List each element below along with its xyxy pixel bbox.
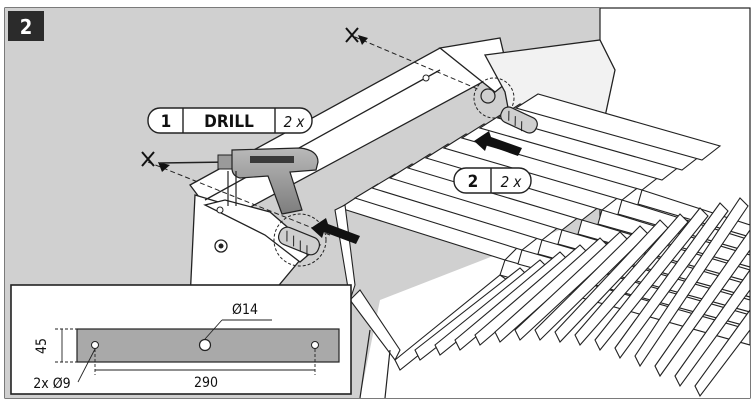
callout-insert: 2 2 x — [453, 167, 532, 194]
unit-base-edge — [359, 329, 391, 398]
arrow-icon — [311, 131, 522, 244]
wall-anchor-icon — [473, 77, 538, 134]
bracket-detail-inset: Ø14 45 2x Ø9 290 — [10, 284, 352, 395]
wall-anchor-icon — [273, 213, 327, 267]
callout-insert-index: 2 — [468, 172, 479, 192]
spacing-label: 290 — [194, 375, 218, 391]
bolt-icon — [214, 74, 430, 253]
side-hole-left — [91, 341, 99, 349]
step-number: 2 — [20, 15, 33, 39]
callout-drill-index: 1 — [161, 112, 172, 132]
callout-insert-count: 2 x — [501, 173, 523, 191]
side-holes-label: 2x Ø9 — [33, 376, 70, 392]
mark-x-icon — [141, 27, 359, 167]
callout-drill: 1 DRILL 2 x — [147, 107, 313, 134]
callout-drill-count: 2 x — [284, 113, 306, 131]
arrow-icon — [158, 162, 170, 172]
center-hole — [198, 338, 212, 352]
dimension-lines — [55, 319, 316, 383]
drill-icon — [159, 147, 319, 215]
callout-drill-label: DRILL — [204, 112, 254, 132]
side-hole-right — [311, 341, 319, 349]
center-hole-label: Ø14 — [232, 302, 258, 318]
step-badge — [8, 11, 44, 41]
arrow-icon — [358, 35, 368, 45]
height-label: 45 — [34, 338, 50, 354]
drill-axis-lines — [147, 36, 481, 236]
